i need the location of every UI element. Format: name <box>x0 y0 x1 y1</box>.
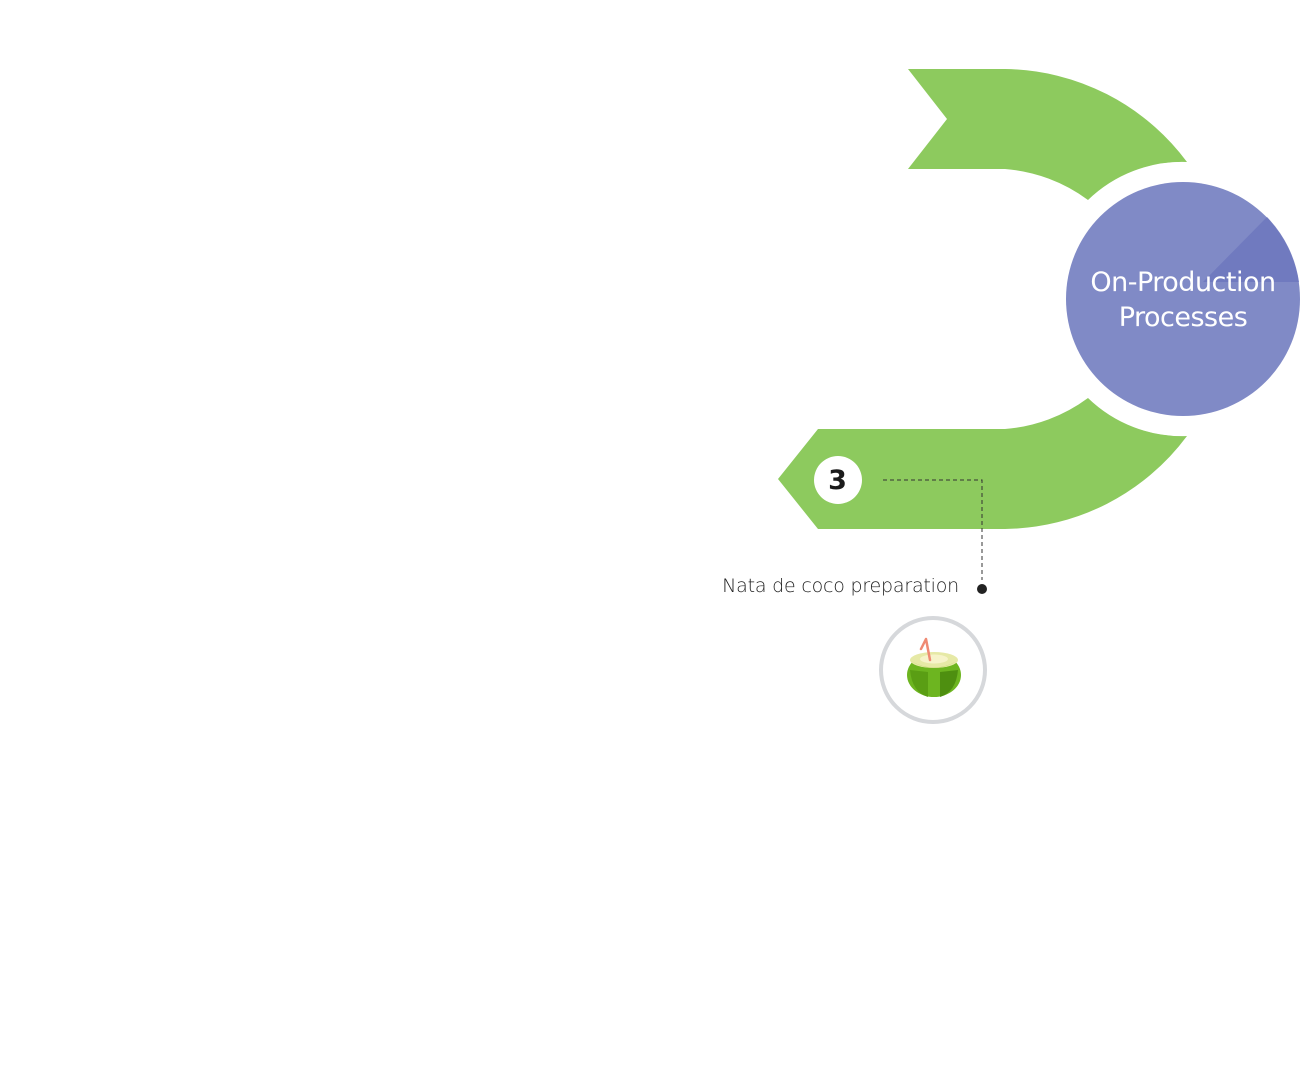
step-number: 3 <box>828 465 847 496</box>
hub-circle <box>1066 182 1300 416</box>
process-arrow-band <box>908 69 1187 200</box>
hub-title-line-2: Processes <box>1118 302 1248 333</box>
step-label: Nata de coco preparation <box>722 575 959 597</box>
step-connector-dot <box>977 584 987 594</box>
hub-title-line-1: On-Production <box>1090 267 1276 298</box>
hub-shade <box>1203 217 1299 282</box>
coconut-icon <box>907 637 961 697</box>
step-connector-line <box>883 479 983 580</box>
process-arrow-head <box>778 398 1187 529</box>
hub-title: On-Production Processes <box>1066 265 1300 335</box>
step-number-badge <box>814 456 862 504</box>
